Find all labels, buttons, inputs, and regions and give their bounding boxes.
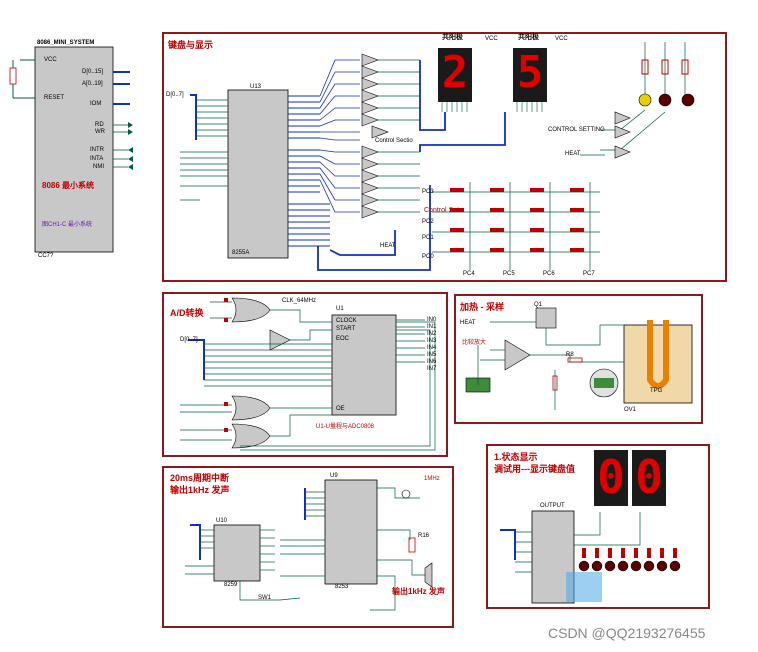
panel2-in6: IN6 (427, 359, 437, 365)
mini-system-pin-inta: INTA (90, 156, 104, 162)
panel4-chip-ref: U9 (330, 473, 338, 479)
panel1-seven-segment-digit2: 5 (516, 47, 544, 98)
panel5-title: 1.状态显示 (494, 452, 538, 462)
panel1-digit1-label: 共阳极 (442, 34, 463, 41)
panel3-r8: R8 (566, 352, 574, 358)
mini-system-pin-vcc: VCC (44, 57, 57, 63)
panel1-col-pc7: PC7 (583, 271, 595, 277)
panel4-buzzer-label: 输出1kHz 发声 (392, 587, 445, 596)
panel1-chip-ref: U13 (250, 84, 262, 90)
panel2-in3: IN3 (427, 338, 437, 344)
panel1-vcc-2: VCC (555, 36, 568, 42)
panel1-col-pc4: PC4 (463, 271, 475, 277)
panel2-in7: IN7 (427, 366, 437, 372)
panel2-in2: IN2 (427, 331, 437, 337)
panel1-keypad-label: Control Set (424, 207, 460, 214)
panel4-r16: R16 (418, 533, 430, 539)
watermark-text: CSDN @QQ2193276455 (548, 625, 706, 641)
panel1-col-pc5: PC5 (503, 271, 515, 277)
panel1-control-setting: CONTROL SETTING (548, 127, 605, 133)
panel4-chip2-part: 8259 (224, 582, 238, 588)
panel2-bottom-label: U1-U量程与ADC0808 (316, 424, 375, 430)
panel1-vcc-1: VCC (485, 36, 498, 42)
panel1-control-section: Control Sectio (375, 138, 413, 144)
panel3-note: 比较放大 (462, 340, 487, 346)
panel-heat-sample (454, 294, 703, 424)
mini-system-pin-a: A[0..19] (82, 81, 103, 87)
panel2-in5: IN5 (427, 352, 437, 358)
panel1-seven-segment-digit1: 2 (441, 47, 469, 98)
panel3-q1: Q1 (534, 302, 543, 308)
panel4-freq: 1MHz (424, 476, 440, 482)
panel2-pin-oe: OE (336, 406, 345, 412)
mini-system-part: CC7? (38, 253, 54, 259)
panel-keyboard-display (162, 32, 727, 282)
panel5-subtitle: 调试用---显示键盘值 (494, 464, 575, 474)
mini-system-pin-nmi: NMI (93, 164, 104, 170)
panel2-clock-label: CLK_64MHz (282, 298, 317, 304)
panel2-pin-eoc: EOC (336, 336, 350, 342)
panel1-digit2-label: 共阳极 (518, 34, 539, 41)
panel1-heat: HEAT (565, 151, 581, 157)
panel2-chip-ref: U1 (336, 306, 344, 312)
panel2-in4: IN4 (427, 345, 437, 351)
mini-system-pin-rd: RD (95, 122, 104, 128)
panel4-sw: SW1 (258, 595, 272, 601)
panel2-in1: IN1 (427, 324, 437, 330)
mini-system-pin-reset: RESET (44, 95, 65, 101)
panel3-heat: HEAT (460, 320, 476, 326)
panel1-chip-part: 8255A (232, 250, 250, 256)
panel-ad-convert (162, 292, 448, 457)
panel2-in0: IN0 (427, 317, 437, 323)
panel2-bus-label: D[0..7] (180, 337, 198, 343)
mini-system-title: 8086_MINI_SYSTEM (37, 40, 95, 46)
panel4-chip-part: 8253 (335, 584, 349, 590)
panel1-title: 键盘与显示 (168, 40, 214, 50)
panel5-chip-label: OUTPUT (540, 503, 565, 509)
mini-system-block (9, 46, 133, 253)
panel4-subtitle: 输出1kHz 发声 (170, 485, 230, 495)
panel1-heat-2: HEAT (380, 243, 396, 249)
panel1-row-pc1: PC1 (422, 235, 434, 241)
panel-timer-interrupt (162, 466, 454, 628)
mini-system-subname: 图CH1-C 最小系统 (42, 222, 93, 228)
panel2-pin-clock: CLOCK (336, 318, 357, 324)
panel2-title: A/D转换 (170, 308, 204, 318)
panel1-bus-label: D[0..7] (166, 92, 184, 98)
panel3-title: 加热 - 采样 (460, 302, 504, 312)
panel4-chip2-ref: U10 (216, 518, 228, 524)
panel2-pin-start: START (336, 326, 356, 332)
panel5-seven-segment-digit2: 0 (635, 450, 663, 504)
panel1-row-pc0: PC0 (422, 254, 434, 260)
panel1-col-pc6: PC6 (543, 271, 555, 277)
panel3-tank-label: TPG (650, 388, 663, 394)
mini-system-pin-intr: INTR (90, 147, 104, 153)
panel-status-display (486, 444, 710, 609)
mini-system-pin-d: D[0..15] (82, 69, 104, 75)
panel1-row-pc2: PC2 (422, 219, 434, 225)
panel3-ov1: OV1 (624, 407, 637, 413)
mini-system-pin-iom: IOM (90, 101, 102, 107)
panel4-title: 20ms周期中断 (170, 473, 230, 483)
mini-system-name: 8086 最小系统 (42, 181, 95, 190)
mini-system-pin-wr: WR (95, 129, 105, 135)
panel1-row-pc3: PC3 (422, 189, 434, 195)
panel5-seven-segment-digit1: 0 (597, 450, 625, 504)
